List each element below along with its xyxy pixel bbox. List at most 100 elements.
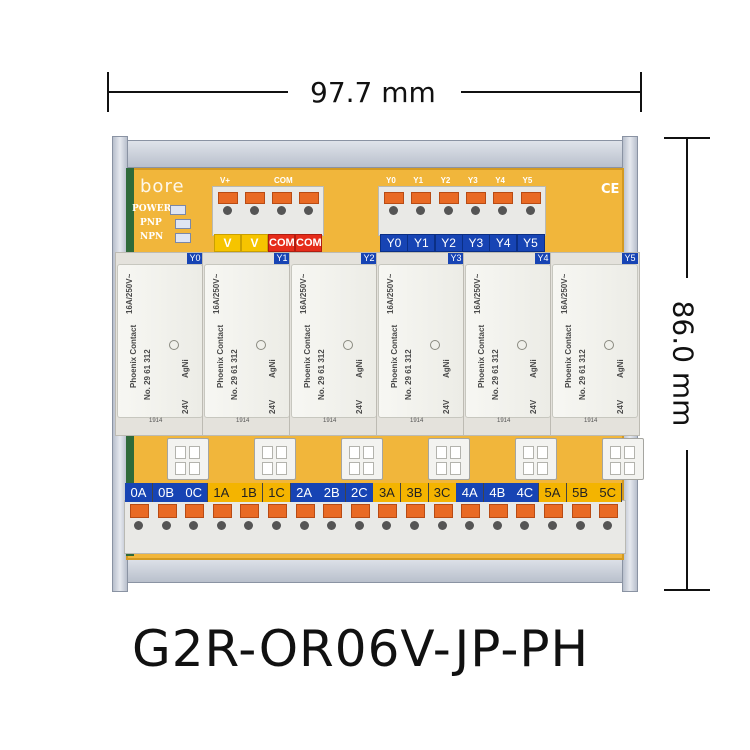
terminal-lever[interactable] [272, 192, 292, 204]
relay-status-dot-icon [256, 340, 266, 350]
terminal-lever[interactable] [493, 192, 514, 204]
terminal-top-mark: Y0 [386, 176, 396, 185]
terminal-screw-hole [575, 521, 585, 530]
relay-socket-label: Y2 [361, 253, 377, 264]
bottom-rail [112, 557, 638, 583]
connector-pin [262, 446, 273, 459]
relay-brand: Phoenix Contact [564, 324, 573, 388]
terminal-lever[interactable] [384, 192, 404, 204]
relay-status-dot-icon [430, 340, 440, 350]
terminal-lever[interactable] [571, 504, 591, 518]
output-terminal-label: 0C [180, 483, 209, 502]
terminal-lever[interactable] [350, 504, 370, 518]
height-dimension-bottom-tick [664, 589, 710, 591]
terminal-lever[interactable] [299, 192, 319, 204]
relay-connector[interactable] [167, 438, 209, 480]
relay-coil: 24V [355, 399, 364, 414]
relay-socket-label: Y5 [622, 253, 638, 264]
terminal-screw-hole [470, 206, 480, 215]
terminal-lever[interactable] [488, 504, 508, 518]
terminal-lever[interactable] [157, 504, 177, 518]
terminal-lever[interactable] [461, 504, 481, 518]
terminal-lever[interactable] [245, 192, 265, 204]
output-terminal-label: 5A [539, 483, 567, 502]
relay-body[interactable] [117, 264, 203, 418]
connector-pin [450, 446, 461, 459]
status-label-power: POWER [132, 204, 172, 214]
terminal-lever[interactable] [212, 504, 232, 518]
terminal-lever[interactable] [185, 504, 205, 518]
terminal-lever[interactable] [544, 504, 563, 518]
connector-pin [276, 462, 287, 475]
relay-socket-label: Y3 [448, 253, 464, 264]
output-terminal-block [124, 500, 626, 554]
terminal-screw-hole [244, 521, 254, 530]
terminal-top-mark: V+ [220, 176, 231, 185]
terminal-lever[interactable] [411, 192, 432, 204]
terminal-lever[interactable] [433, 504, 453, 518]
width-dimension-line-left [108, 91, 288, 93]
terminal-lever[interactable] [599, 504, 619, 518]
signal-terminal-label: Y0 [380, 234, 408, 252]
connector-pin [537, 446, 548, 459]
terminal-lever[interactable] [465, 192, 486, 204]
height-dimension-line-bottom [686, 450, 688, 590]
relay-rating: 16A/250V~ [299, 273, 308, 314]
terminal-screw-hole [437, 521, 447, 530]
relay-body[interactable] [465, 264, 551, 418]
relay-connector[interactable] [428, 438, 470, 480]
connector-pin [363, 462, 374, 475]
model-name: G2R-OR06V-JP-PH [132, 620, 590, 678]
top-rail [112, 140, 638, 168]
signal-terminal-label: Y4 [489, 234, 518, 252]
terminal-lever[interactable] [406, 504, 425, 518]
terminal-screw-hole [272, 521, 281, 530]
relay-material: AgNi [616, 359, 625, 378]
terminal-screw-hole [299, 521, 309, 530]
relay-part-number: No. 29 61 312 [404, 349, 413, 400]
terminal-screw-hole [354, 521, 364, 530]
terminal-lever[interactable] [130, 504, 149, 518]
width-dimension-line-right [461, 91, 641, 93]
relay-body[interactable] [552, 264, 638, 418]
relay-date-code: 1914 [149, 418, 163, 424]
connector-pin [436, 462, 447, 475]
relay-material: AgNi [355, 359, 364, 378]
output-terminal-label: 4A [456, 483, 485, 502]
connector-pin [624, 446, 635, 459]
relay-connector[interactable] [254, 438, 296, 480]
relay-material: AgNi [268, 359, 277, 378]
terminal-screw-hole [525, 206, 535, 215]
relay-coil: 24V [181, 399, 190, 414]
terminal-lever[interactable] [218, 192, 238, 204]
status-label-npn: NPN [140, 232, 164, 242]
terminal-screw-hole [216, 521, 226, 530]
output-terminal-label: 1A [207, 483, 236, 502]
pnp-led-icon [175, 219, 191, 229]
connector-pin [450, 462, 461, 475]
terminal-lever[interactable] [323, 504, 343, 518]
terminal-lever[interactable] [520, 192, 541, 204]
relay-coil: 24V [268, 399, 277, 414]
terminal-lever[interactable] [268, 504, 287, 518]
relay-brand: Phoenix Contact [216, 324, 225, 388]
terminal-lever[interactable] [378, 504, 398, 518]
power-terminal-label: COM [268, 234, 295, 252]
output-terminal-label: 2B [318, 483, 347, 502]
output-terminal-label: 5C [594, 483, 623, 502]
relay-date-code: 1914 [410, 418, 424, 424]
terminal-lever[interactable] [438, 192, 459, 204]
brand-logo: bore [140, 176, 185, 197]
relay-body[interactable] [291, 264, 377, 418]
relay-connector[interactable] [602, 438, 644, 480]
terminal-screw-hole [548, 521, 557, 530]
relay-rating: 16A/250V~ [560, 273, 569, 314]
terminal-lever[interactable] [516, 504, 536, 518]
terminal-lever[interactable] [295, 504, 315, 518]
relay-connector[interactable] [515, 438, 557, 480]
terminal-top-mark: Y5 [522, 176, 533, 185]
terminal-screw-hole [389, 206, 398, 215]
relay-connector[interactable] [341, 438, 383, 480]
relay-body[interactable] [378, 264, 464, 418]
terminal-lever[interactable] [240, 504, 260, 518]
